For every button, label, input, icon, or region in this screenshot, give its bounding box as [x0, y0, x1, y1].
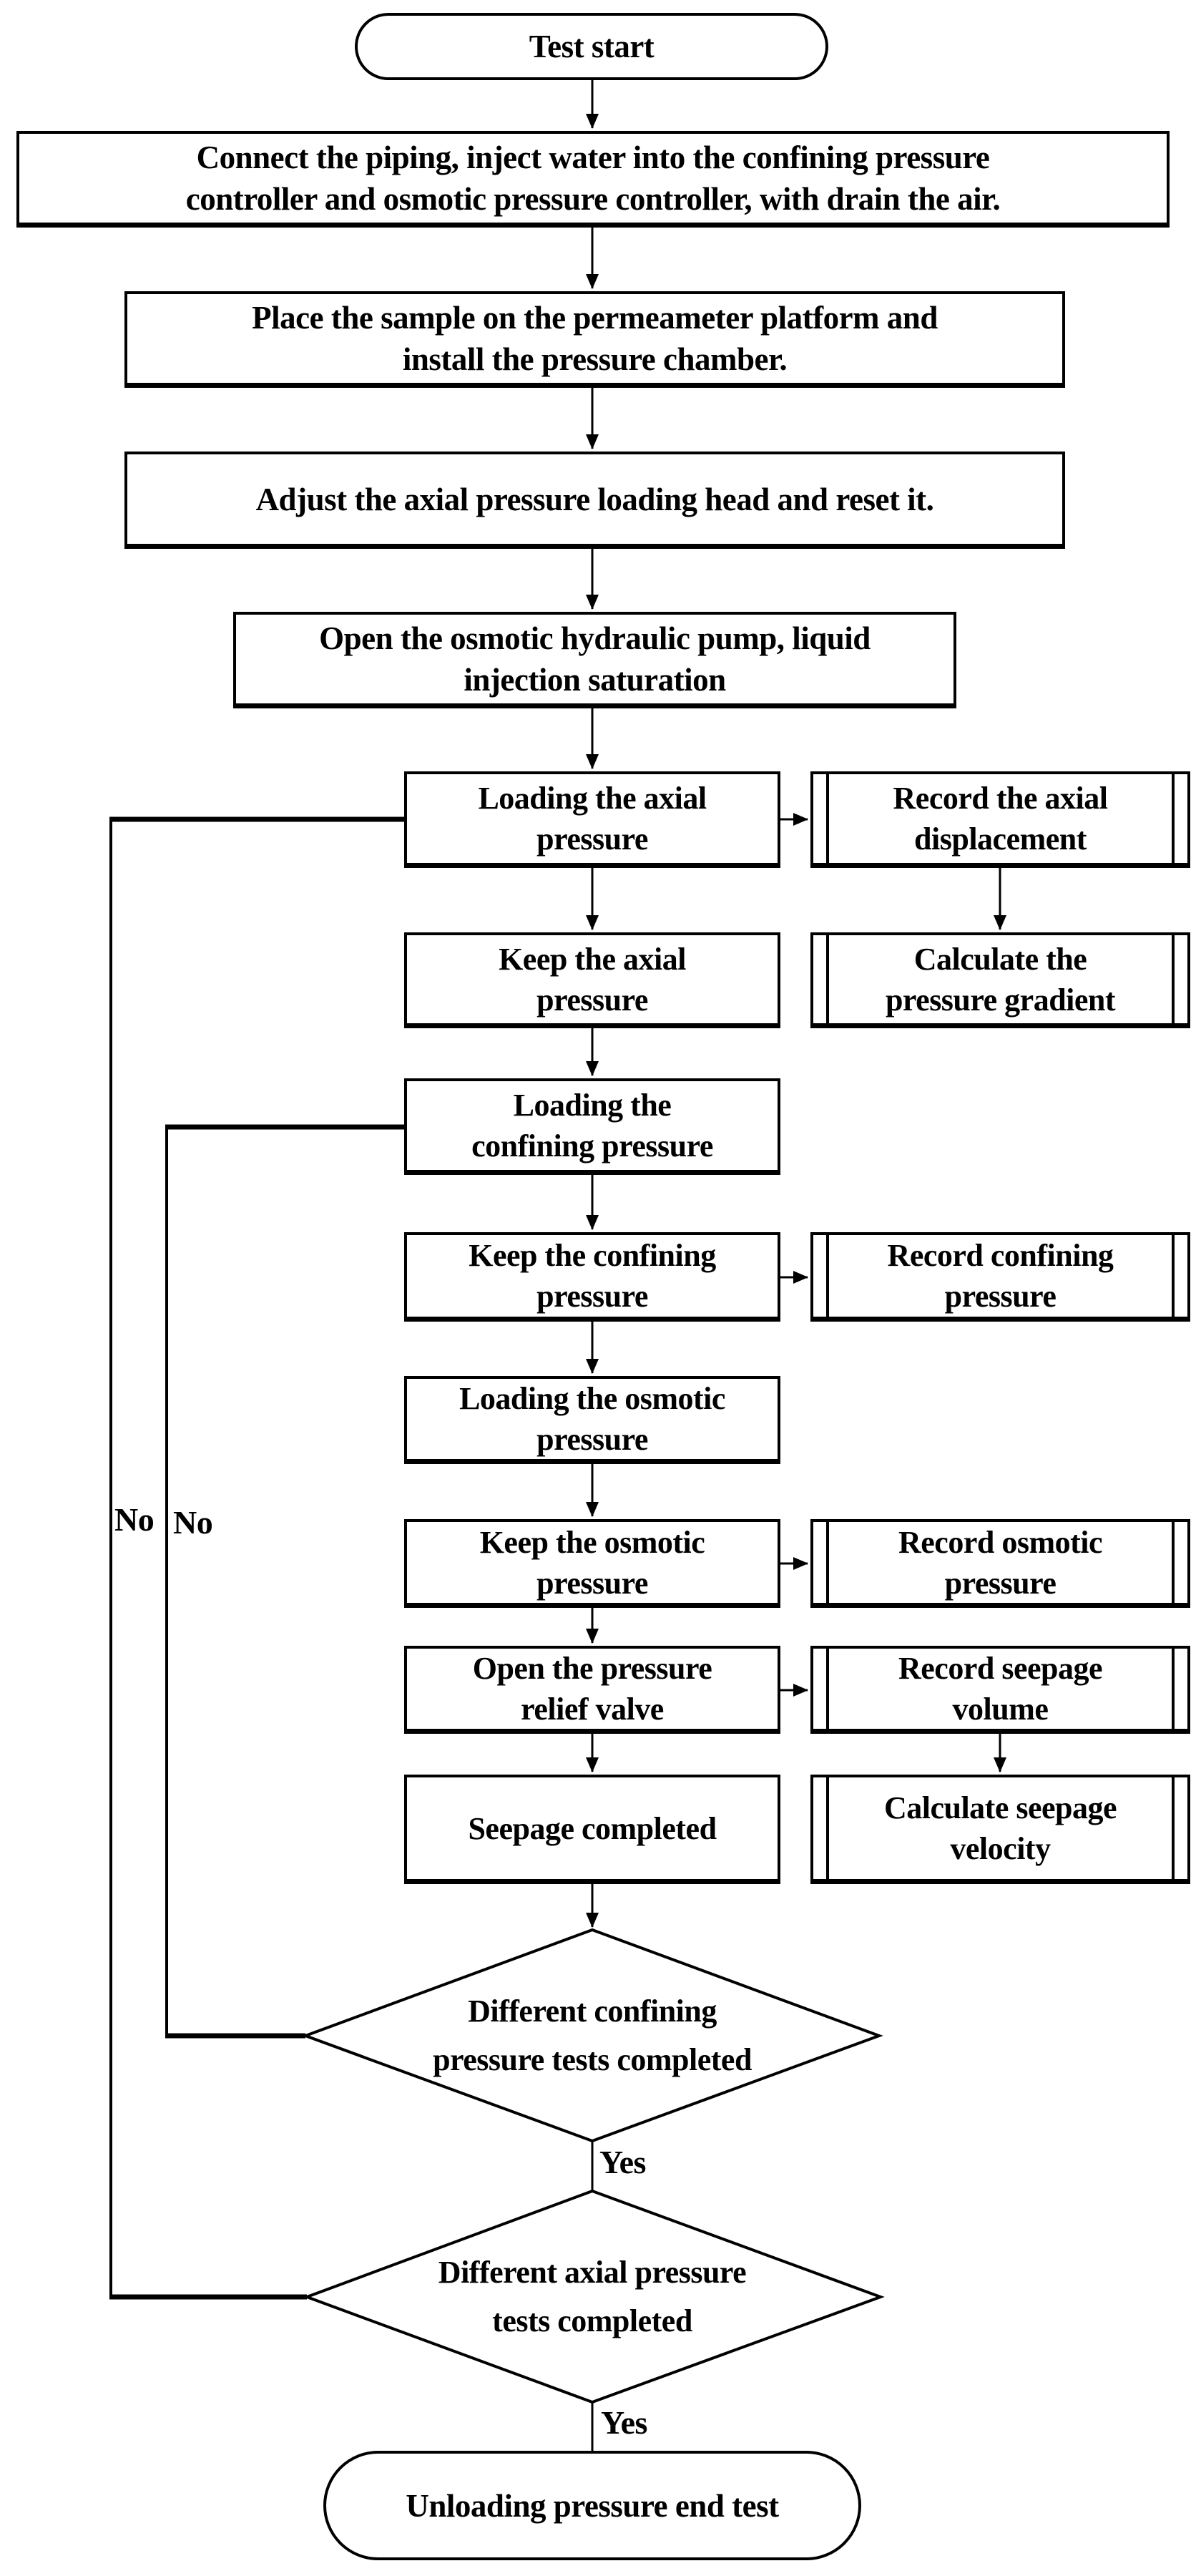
node-label: Loading the osmotic: [459, 1381, 725, 1416]
node-label: Record the axial: [893, 781, 1108, 816]
node-place-sample: Place the sample on the permeameter plat…: [124, 291, 1065, 388]
node-label: velocity: [950, 1831, 1051, 1866]
node-label: Adjust the axial pressure loading head a…: [255, 481, 934, 517]
node-label: Calculate seepage: [883, 1790, 1117, 1825]
node-label: Place the sample on the permeameter plat…: [252, 300, 938, 336]
node-label: volume: [952, 1692, 1049, 1727]
node-label: Keep the osmotic: [479, 1524, 705, 1560]
node-label: controller and osmotic pressure controll…: [185, 181, 1001, 217]
node-unloading-end-test: Unloading pressure end test: [323, 2451, 861, 2560]
node-label: Calculate the: [913, 941, 1087, 977]
node-record-axial-displacement: Record the axial displacement: [810, 771, 1190, 868]
node-label: displacement: [914, 821, 1087, 857]
node-open-osmotic-pump: Open the osmotic hydraulic pump, liquid …: [233, 612, 956, 708]
node-loading-osmotic-pressure: Loading the osmotic pressure: [404, 1376, 780, 1464]
node-label: pressure: [536, 982, 648, 1018]
yes-label-confining: Yes: [599, 2144, 646, 2180]
node-test-start: Test start: [355, 13, 828, 80]
node-label: Connect the piping, inject water into th…: [196, 140, 990, 175]
node-label: relief valve: [521, 1692, 664, 1727]
node-record-osmotic-pressure: Record osmotic pressure: [810, 1519, 1190, 1608]
node-label: Keep the axial: [499, 941, 686, 977]
decision-confining-tests-label: Different confining pressure tests compl…: [378, 1969, 807, 2102]
node-label: Loading the axial: [478, 781, 707, 816]
node-label: Record osmotic: [898, 1524, 1103, 1560]
node-label: Loading the: [513, 1088, 672, 1123]
node-label: Open the osmotic hydraulic pump, liquid: [319, 620, 871, 656]
node-open-pressure-relief-valve: Open the pressure relief valve: [404, 1646, 780, 1734]
node-record-confining-pressure: Record confining pressure: [810, 1232, 1190, 1322]
node-label: Test start: [529, 29, 655, 64]
node-label: Open the pressure: [472, 1651, 712, 1686]
node-calculate-pressure-gradient: Calculate the pressure gradient: [810, 932, 1190, 1028]
node-keep-confining-pressure: Keep the confining pressure: [404, 1232, 780, 1322]
node-connect-piping: Connect the piping, inject water into th…: [16, 131, 1170, 228]
decision-diamond-confining: [301, 1928, 883, 2143]
yes-label-axial: Yes: [601, 2404, 647, 2441]
node-label: Different axial pressure: [438, 2255, 747, 2290]
node-label: Record confining: [887, 1238, 1114, 1273]
node-label: pressure: [536, 1565, 648, 1601]
loop-no-outer: [109, 816, 404, 2300]
node-label: Keep the confining: [469, 1238, 716, 1273]
no-label-outer: No: [114, 1501, 155, 1538]
node-loading-confining-pressure: Loading the confining pressure: [404, 1078, 780, 1175]
node-label: pressure gradient: [885, 982, 1116, 1018]
node-label: pressure: [536, 1279, 648, 1314]
node-label: pressure tests completed: [433, 2042, 752, 2077]
decision-axial-tests-label: Different axial pressure tests completed: [378, 2230, 807, 2363]
node-loading-axial-pressure: Loading the axial pressure: [404, 771, 780, 868]
node-label: Different confining: [468, 1994, 717, 2029]
node-label: pressure: [536, 821, 648, 857]
node-label: pressure: [944, 1565, 1057, 1601]
node-label: injection saturation: [464, 662, 726, 698]
decision-diamond-axial: [303, 2189, 885, 2404]
node-label: confining pressure: [471, 1128, 713, 1163]
node-label: pressure: [944, 1279, 1057, 1314]
node-label: tests completed: [492, 2303, 692, 2338]
node-keep-osmotic-pressure: Keep the osmotic pressure: [404, 1519, 780, 1608]
node-seepage-completed: Seepage completed: [404, 1775, 780, 1884]
node-label: pressure: [536, 1422, 648, 1457]
node-label: Unloading pressure end test: [406, 2487, 779, 2524]
node-label: Record seepage: [898, 1651, 1103, 1686]
node-label: Seepage completed: [468, 1810, 717, 1846]
node-record-seepage-volume: Record seepage volume: [810, 1646, 1190, 1734]
flow-arrows: [586, 80, 1006, 1928]
node-calculate-seepage-velocity: Calculate seepage velocity: [810, 1775, 1190, 1884]
node-adjust-axial-head: Adjust the axial pressure loading head a…: [124, 452, 1065, 549]
node-label: install the pressure chamber.: [402, 341, 788, 377]
no-label-inner: No: [173, 1504, 213, 1541]
node-keep-axial-pressure: Keep the axial pressure: [404, 932, 780, 1028]
loop-no-inner: [165, 1124, 404, 2039]
